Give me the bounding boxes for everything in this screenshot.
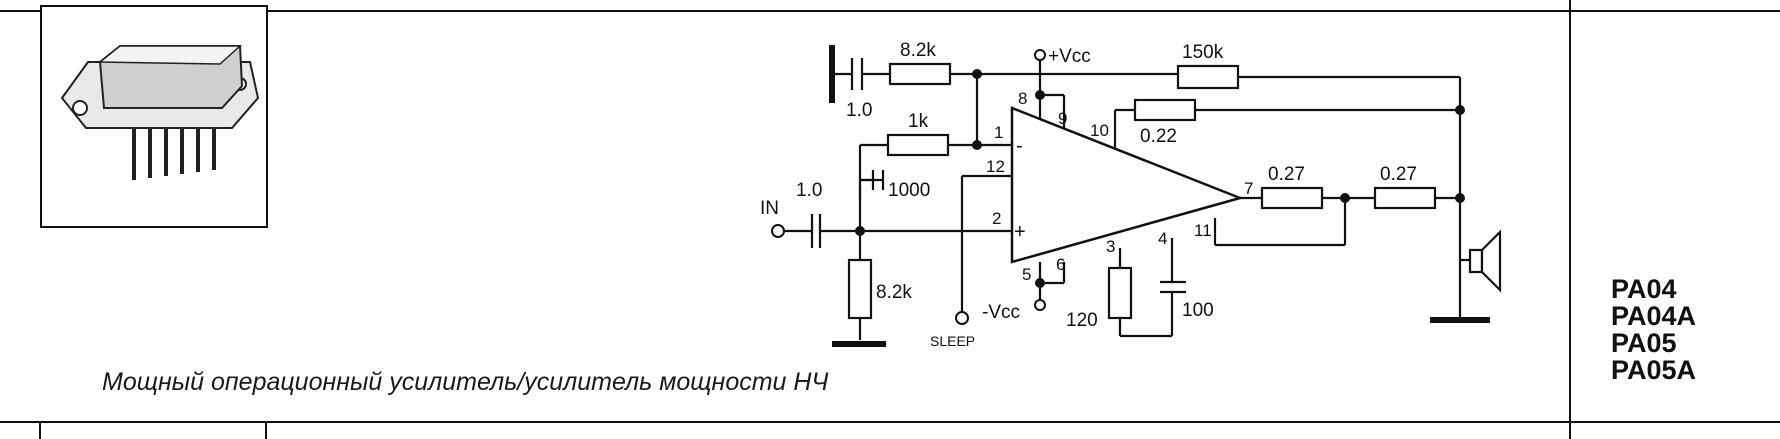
- resistor-0-27-b: [1373, 186, 1437, 210]
- part-number: PA04: [1611, 274, 1677, 304]
- pin-12: 12: [986, 157, 1005, 176]
- label-0-27-b: 0.27: [1380, 164, 1417, 185]
- pin-9: 9: [1058, 109, 1067, 128]
- label-150k: 150k: [1182, 42, 1224, 63]
- label-8k2-bias: 8.2k: [876, 282, 912, 303]
- speaker-icon: [1468, 229, 1502, 293]
- label-0-22: 0.22: [1140, 126, 1177, 147]
- part-number: PA04A: [1611, 301, 1697, 331]
- resistor-1k: [886, 133, 950, 157]
- junction-dots: [855, 69, 1465, 288]
- sleep-terminal: [955, 311, 969, 325]
- label-100: 100: [1182, 300, 1214, 321]
- part-number: PA05: [1611, 328, 1677, 358]
- package-image: [40, 5, 268, 228]
- pin-3: 3: [1106, 237, 1115, 256]
- resistor-0-27-a: [1260, 186, 1324, 210]
- resistor-8k2-top: [888, 62, 952, 86]
- label-vcc-pos: +Vcc: [1048, 46, 1091, 67]
- part-number-list: PA04 PA04A PA05 PA05A: [1611, 276, 1696, 384]
- vcc-neg-terminal: [1034, 299, 1046, 311]
- label-in: IN: [760, 198, 779, 219]
- opamp-symbol: [1010, 106, 1244, 264]
- pin-11: 11: [1194, 221, 1212, 240]
- pin-4: 4: [1158, 229, 1167, 248]
- terminals: [771, 49, 1046, 325]
- in-terminal: [771, 224, 785, 238]
- caption: Мощный операционный усилитель/усилитель …: [102, 368, 829, 396]
- label-sleep: SLEEP: [930, 333, 975, 349]
- opamp-noninverting-sign: +: [1014, 221, 1026, 243]
- label-1-0-mid: 1.0: [796, 180, 822, 201]
- opamp-inverting-sign: -: [1016, 135, 1023, 157]
- label-vcc-neg: -Vcc: [982, 302, 1020, 323]
- pin-2: 2: [992, 209, 1001, 228]
- resistors: [847, 62, 1437, 320]
- resistor-120: [1107, 266, 1133, 320]
- resistor-150k: [1176, 64, 1240, 90]
- pin-1: 1: [994, 123, 1003, 142]
- label-0-27-a: 0.27: [1268, 164, 1305, 185]
- part-number: PA05A: [1611, 355, 1697, 385]
- pin-10: 10: [1090, 121, 1109, 140]
- vcc-pos-terminal: [1034, 49, 1046, 61]
- label-120: 120: [1066, 310, 1098, 331]
- label-1-0-top: 1.0: [846, 100, 872, 121]
- label-8k2-top: 8.2k: [900, 40, 936, 61]
- resistor-0-22: [1133, 98, 1197, 122]
- label-1000: 1000: [888, 180, 930, 201]
- label-1k: 1k: [908, 111, 929, 132]
- resistor-8k2-bias: [847, 258, 873, 320]
- pin-8: 8: [1018, 89, 1027, 108]
- pin-7: 7: [1244, 179, 1253, 198]
- pin-6: 6: [1056, 255, 1065, 274]
- pin-5: 5: [1022, 265, 1031, 284]
